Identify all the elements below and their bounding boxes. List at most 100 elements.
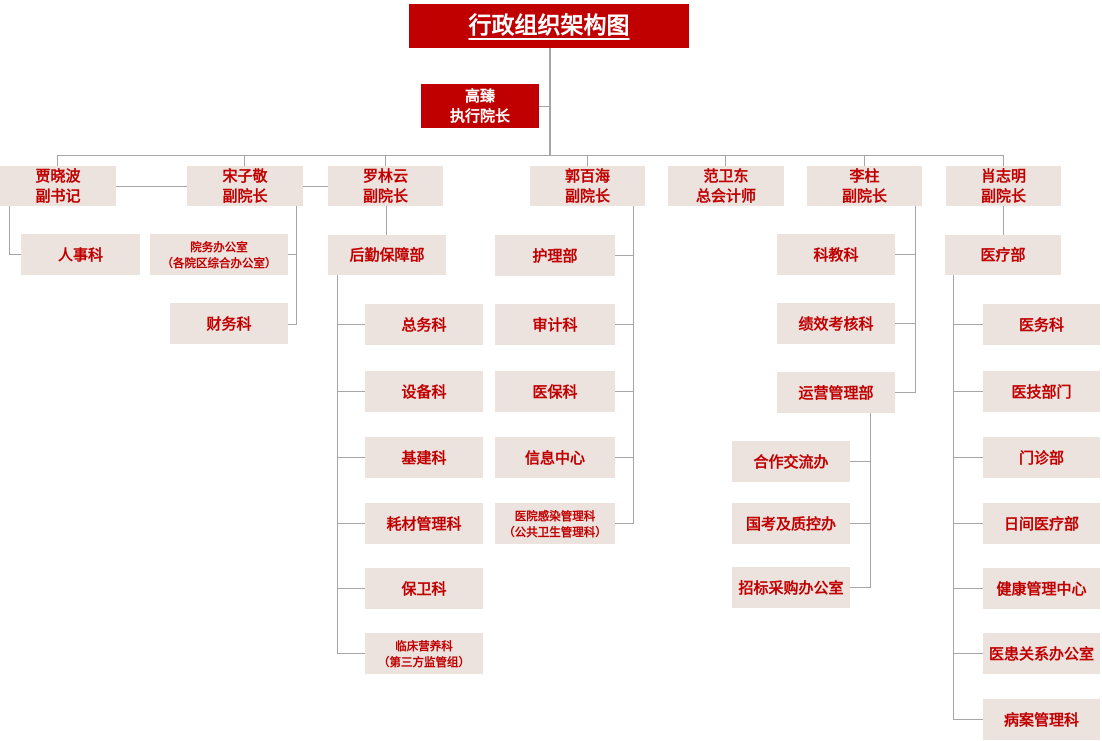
connector-line	[9, 254, 21, 255]
connector-line	[895, 392, 915, 393]
connector-line	[116, 186, 187, 187]
node-song-zijing: 宋子敬 副院长	[187, 166, 303, 206]
node-fan-weidong: 范卫东 总会计师	[668, 166, 784, 206]
person-name: 罗林云	[362, 167, 408, 185]
connector-line	[895, 254, 915, 255]
dept-guokao-zhikongban: 国考及质控办	[732, 503, 850, 544]
dept-yuanwu-bangongshi: 院务办公室 （各院区综合办公室）	[150, 234, 288, 275]
connector-line	[615, 324, 633, 325]
dept-linchuang-yingyangke: 临床营养科 （第三方监管组）	[365, 633, 483, 674]
node-executive-director: 高臻 执行院长	[421, 84, 539, 128]
connector-line	[288, 254, 296, 255]
node-guo-baihai: 郭百海 副院长	[530, 166, 645, 206]
connector-line	[57, 155, 1004, 156]
connector-line	[539, 106, 549, 107]
connector-line	[337, 275, 338, 654]
connector-line	[850, 587, 870, 588]
dept-hulibu: 护理部	[495, 235, 615, 276]
person-title: 总会计师	[695, 187, 756, 205]
dept-shenjike: 审计科	[495, 304, 615, 345]
person-title: 副院长	[222, 187, 268, 205]
connector-line	[9, 206, 10, 255]
connector-line	[337, 391, 365, 392]
connector-line	[615, 457, 633, 458]
person-name: 高臻	[464, 87, 495, 105]
connector-line	[850, 461, 870, 462]
dept-yuangan-guanlike: 医院感染管理科 （公共卫生管理科）	[495, 503, 615, 544]
dept-renshike: 人事科	[21, 234, 140, 275]
connector-line	[633, 206, 634, 524]
connector-line	[244, 155, 245, 166]
node-li-zhu: 李柱 副院长	[807, 166, 922, 206]
connector-line	[549, 48, 551, 155]
person-name: 范卫东	[703, 167, 749, 185]
connector-line	[337, 324, 365, 325]
dept-yiji-bumen: 医技部门	[983, 371, 1100, 412]
dept-xinxi-zhongxin: 信息中心	[495, 437, 615, 478]
dept-jijianke: 基建科	[365, 437, 483, 478]
connector-line	[953, 275, 954, 720]
person-title: 副院长	[841, 187, 887, 205]
connector-line	[385, 155, 386, 166]
connector-line	[303, 186, 328, 187]
dept-kejiaoke: 科教科	[777, 234, 895, 275]
dept-hezuo-jiaoliuban: 合作交流办	[732, 441, 850, 482]
connector-line	[953, 588, 983, 589]
connector-line	[337, 523, 365, 524]
dept-baoweike: 保卫科	[365, 568, 483, 609]
connector-line	[337, 588, 365, 589]
dept-jixiao-kaoheke: 绩效考核科	[777, 303, 895, 344]
dept-yiwuke: 医务科	[983, 304, 1100, 345]
connector-line	[953, 324, 983, 325]
dept-zongwuke: 总务科	[365, 304, 483, 345]
dept-yihuan-guanxi-bangongshi: 医患关系办公室	[983, 633, 1100, 674]
chart-title-text: 行政组织架构图	[468, 13, 630, 39]
dept-caiwuke: 财务科	[170, 303, 288, 344]
dept-jiankang-guanli-zhongxin: 健康管理中心	[983, 568, 1100, 609]
connector-line	[915, 206, 916, 393]
connector-line	[386, 206, 387, 235]
connector-line	[850, 523, 870, 524]
connector-line	[953, 523, 983, 524]
person-name: 李柱	[849, 167, 880, 185]
dept-yibaoke: 医保科	[495, 371, 615, 412]
connector-line	[296, 206, 297, 325]
connector-line	[1003, 206, 1004, 235]
connector-line	[615, 523, 633, 524]
connector-line	[587, 155, 588, 166]
person-name: 肖志明	[980, 167, 1026, 185]
connector-line	[953, 719, 983, 720]
dept-menzhenbu: 门诊部	[983, 437, 1100, 478]
dept-rijian-yiliaobu: 日间医疗部	[983, 503, 1100, 544]
dept-haocai-guanlike: 耗材管理科	[365, 503, 483, 544]
dept-bingan-guanlike: 病案管理科	[983, 699, 1100, 740]
chart-title: 行政组织架构图	[409, 4, 689, 48]
dept-shebeike: 设备科	[365, 371, 483, 412]
connector-line	[953, 653, 983, 654]
connector-line	[57, 155, 58, 166]
dept-zhaobiao-caigou-bangongshi: 招标采购办公室	[732, 567, 850, 608]
person-name: 贾晓波	[35, 167, 81, 185]
connector-line	[725, 155, 726, 166]
person-title: 副院长	[980, 187, 1026, 205]
connector-line	[953, 457, 983, 458]
connector-line	[895, 323, 915, 324]
connector-line	[337, 653, 365, 654]
dept-yiliaobu: 医疗部	[945, 235, 1061, 275]
connector-line	[870, 413, 871, 588]
connector-line	[337, 457, 365, 458]
connector-line	[615, 255, 633, 256]
connector-line	[864, 155, 865, 166]
person-title: 副院长	[362, 187, 408, 205]
connector-line	[615, 391, 633, 392]
person-name: 郭百海	[564, 167, 610, 185]
node-xiao-zhiming: 肖志明 副院长	[946, 166, 1061, 206]
dept-houqin-baozhangbu: 后勤保障部	[328, 235, 446, 275]
connector-line	[953, 391, 983, 392]
node-jia-xiaobo: 贾晓波 副书记	[0, 166, 116, 206]
person-title: 副书记	[35, 187, 81, 205]
person-title: 执行院长	[449, 107, 510, 125]
dept-yunying-guanlibu: 运营管理部	[777, 372, 895, 413]
person-title: 副院长	[564, 187, 610, 205]
